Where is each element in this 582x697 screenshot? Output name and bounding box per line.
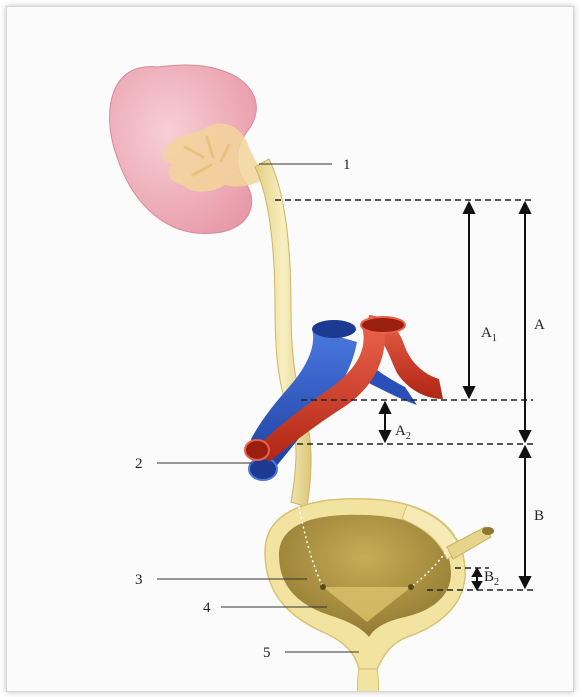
arrowhead-a-bottom bbox=[520, 431, 530, 441]
dim-label-a2-main: A bbox=[395, 423, 406, 439]
right-ureter-opening bbox=[482, 527, 494, 535]
label-3: 3 bbox=[135, 572, 143, 588]
dim-label-b2-sub: 2 bbox=[494, 577, 499, 588]
arrowhead-a1-top bbox=[464, 203, 474, 213]
dim-label-b2: B2 bbox=[484, 569, 499, 588]
label-4: 4 bbox=[203, 600, 211, 616]
urethra bbox=[358, 669, 379, 692]
figure-frame: 1 2 3 4 5 A1 A A2 B B2 bbox=[6, 6, 574, 692]
bladder bbox=[265, 499, 494, 692]
artery-low-opening bbox=[245, 440, 269, 460]
arrowhead-a2-bottom bbox=[380, 431, 390, 441]
dim-label-a: A bbox=[534, 317, 545, 333]
arrowhead-b-bottom bbox=[520, 577, 530, 587]
ureteric-orifice-left bbox=[320, 584, 326, 590]
dim-label-a2: A2 bbox=[395, 423, 411, 442]
label-2: 2 bbox=[135, 456, 143, 472]
arrowhead-a-top bbox=[520, 203, 530, 213]
vein-top-opening bbox=[312, 320, 356, 338]
label-1: 1 bbox=[343, 157, 351, 173]
arrowhead-b2-bottom bbox=[473, 582, 481, 589]
dim-label-a1-sub: 1 bbox=[492, 333, 497, 344]
vein-low-opening bbox=[249, 458, 277, 480]
iliac-vessels bbox=[245, 315, 443, 480]
label-5: 5 bbox=[263, 645, 271, 661]
dim-label-b: B bbox=[534, 508, 544, 524]
arrowhead-b2-top bbox=[473, 569, 481, 576]
artery-top-opening bbox=[361, 317, 405, 333]
dim-label-b2-main: B bbox=[484, 569, 494, 585]
arrowhead-b-top bbox=[520, 447, 530, 457]
dim-label-a2-sub: 2 bbox=[406, 431, 411, 442]
arrowhead-a2-top bbox=[380, 403, 390, 413]
dim-label-a1: A1 bbox=[481, 325, 497, 344]
dim-label-a1-main: A bbox=[481, 325, 492, 341]
ureteric-orifice-right bbox=[408, 584, 414, 590]
arrowhead-a1-bottom bbox=[464, 387, 474, 397]
urinary-tract-diagram: 1 2 3 4 5 A1 A A2 B B2 bbox=[7, 7, 574, 692]
